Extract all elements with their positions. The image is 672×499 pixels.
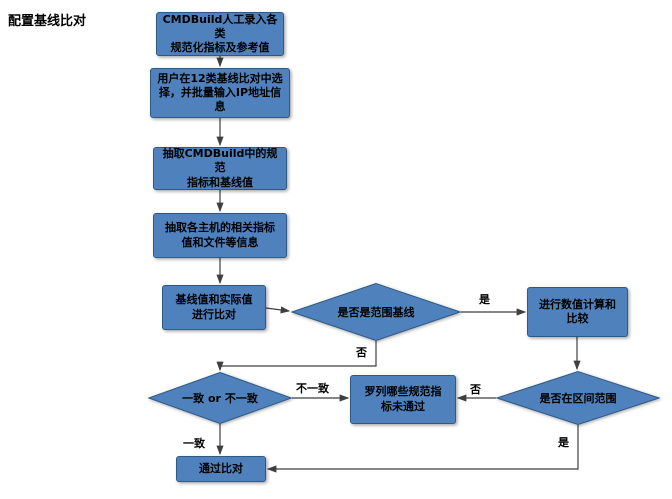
edge-label-match: 一致 bbox=[183, 437, 205, 450]
edge-label-yes-interval: 是 bbox=[558, 436, 569, 449]
edge-label-no-interval: 否 bbox=[470, 383, 481, 396]
connector-step5-decision-range bbox=[265, 306, 291, 314]
flow-step-label: 抽取各主机的相关指标 值和文件等信息 bbox=[165, 221, 275, 249]
flow-step-label: 用户在12类基线比对中选 择，并批量输入IP地址信息 bbox=[157, 71, 283, 114]
page-title: 配置基线比对 bbox=[8, 14, 87, 29]
flow-step-label: CMDBuild人工录入各类 规范化指标及参考值 bbox=[162, 12, 278, 55]
flow-step-list-failed: 罗列哪些规范指 标未通过 bbox=[350, 375, 456, 424]
flow-step-numeric-calc: 进行数值计算和 比较 bbox=[527, 287, 628, 337]
flow-step-label: 进行数值计算和 比较 bbox=[539, 297, 616, 325]
connector-interval-yes-pass bbox=[266, 425, 579, 473]
flow-step-cmdbuild-entry: CMDBuild人工录入各类 规范化指标及参考值 bbox=[156, 12, 284, 56]
decision-match-or-not: 一致 or 不一致 bbox=[148, 372, 292, 424]
decision-label: 一致 or 不一致 bbox=[182, 392, 258, 405]
decision-label: 是否是范围基线 bbox=[337, 306, 415, 319]
diamond-shape bbox=[148, 372, 292, 424]
flow-step-label: 通过比对 bbox=[199, 461, 243, 475]
flow-step-extract-hosts: 抽取各主机的相关指标 值和文件等信息 bbox=[153, 213, 287, 258]
decision-is-range-baseline: 是否是范围基线 bbox=[291, 283, 461, 341]
flow-step-label: 抽取CMDBuild中的规范 指标和基线值 bbox=[162, 147, 278, 189]
flow-step-pass: 通过比对 bbox=[176, 456, 266, 482]
edge-label-yes-range: 是 bbox=[479, 293, 490, 306]
diamond-shape bbox=[496, 371, 660, 425]
flow-step-compare-values: 基线值和实际值 进行比对 bbox=[162, 285, 266, 330]
flow-step-label: 基线值和实际值 进行比对 bbox=[175, 293, 253, 321]
flow-step-label: 罗列哪些规范指 标未通过 bbox=[364, 385, 442, 413]
decision-in-interval-range: 是否在区间范围 bbox=[496, 371, 660, 425]
diamond-shape bbox=[291, 283, 461, 341]
decision-label: 是否在区间范围 bbox=[539, 392, 617, 405]
edge-label-no-range: 否 bbox=[356, 346, 367, 359]
connector-range-no-match bbox=[216, 341, 377, 372]
flow-step-extract-cmdbuild: 抽取CMDBuild中的规范 指标和基线值 bbox=[153, 147, 287, 190]
flow-step-select-baseline: 用户在12类基线比对中选 择，并批量输入IP地址信息 bbox=[150, 68, 290, 118]
edge-label-mismatch: 不一致 bbox=[296, 382, 329, 395]
